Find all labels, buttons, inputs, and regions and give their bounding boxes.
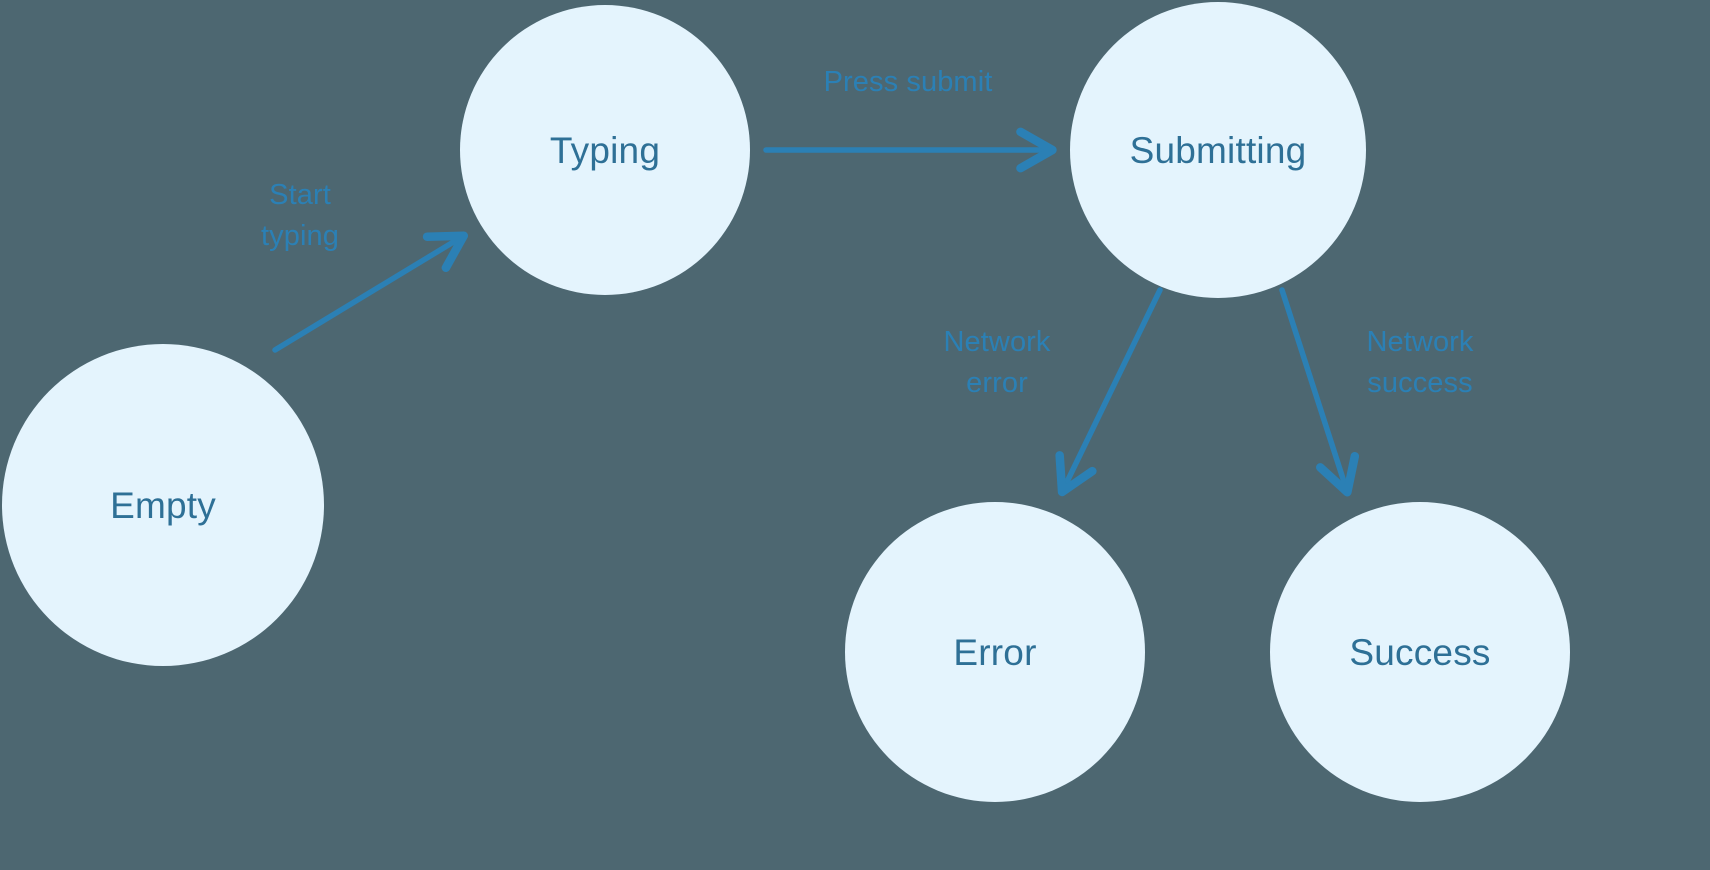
edge-submitting-to-success [1279,287,1360,497]
edge-empty-to-typing [272,231,469,353]
state-node-label: Empty [110,484,216,526]
state-node-success[interactable]: Success [1270,502,1570,802]
state-node-submitting[interactable]: Submitting [1070,2,1366,298]
transition-label-network-error: Network error [943,326,1051,400]
edge-submitting-to-error [1055,287,1163,497]
state-node-label: Error [953,631,1037,673]
transition-label-press-submit: Press submit [823,66,993,98]
state-node-label: Success [1349,631,1491,673]
state-node-label: Typing [549,129,661,171]
state-node-typing[interactable]: Typing [460,5,750,295]
state-node-label: Submitting [1129,129,1307,171]
transition-label-network-success: Network success [1366,326,1474,400]
state-node-empty[interactable]: Empty [2,344,324,666]
transition-label-start-typing: Start typing [261,179,339,253]
state-node-error[interactable]: Error [845,502,1145,802]
